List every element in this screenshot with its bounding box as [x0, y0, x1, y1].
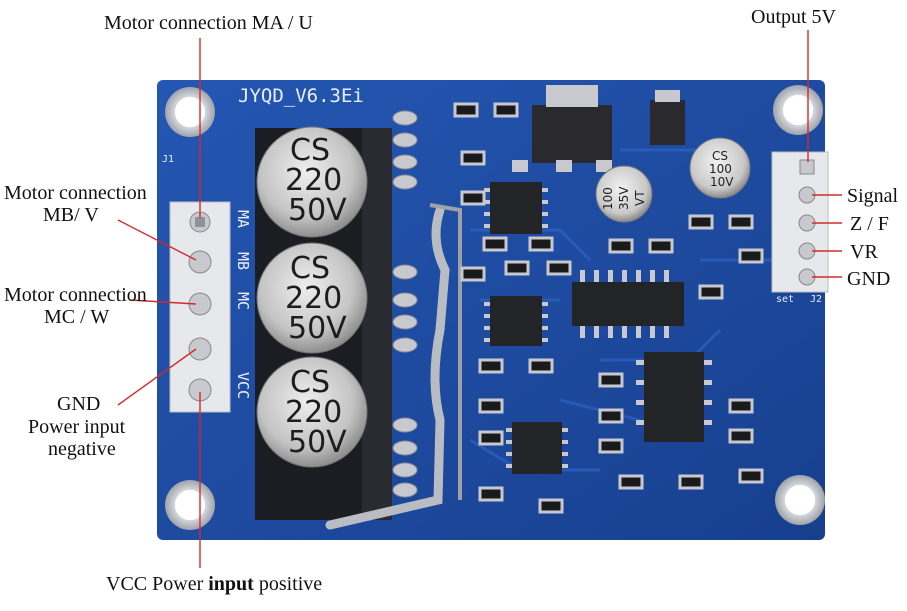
- svg-text:220: 220: [285, 163, 342, 198]
- svg-text:CS: CS: [290, 365, 330, 400]
- j2-label: J2: [810, 294, 822, 305]
- pin-label-mc: MC: [234, 292, 252, 310]
- solder-wire: [325, 205, 450, 530]
- svg-text:100: 100: [709, 162, 732, 176]
- svg-text:50V: 50V: [288, 311, 347, 346]
- pin-label-ma: MA: [234, 210, 252, 228]
- ic-chip-2: [484, 296, 548, 346]
- label-motor-mb-line1: Motor connection: [4, 182, 147, 204]
- label-motor-mc-line2: MC / W: [44, 306, 109, 328]
- ic-chip-4: [636, 352, 712, 442]
- mounting-hole-bottom-left: [165, 480, 215, 530]
- mounting-hole-bottom-right: [775, 475, 825, 525]
- label-negative: negative: [48, 438, 116, 460]
- svg-text:220: 220: [285, 281, 342, 316]
- capacitor-3: CS 220 50V: [256, 356, 368, 468]
- label-motor-mc-line1: Motor connection: [4, 284, 147, 306]
- svg-text:100: 100: [601, 187, 615, 210]
- capacitor-1: CS 220 50V: [256, 126, 368, 238]
- capacitor-2: CS 220 50V: [256, 242, 368, 354]
- right-header-j2: [771, 151, 829, 293]
- ic-chip-1: [484, 182, 548, 234]
- label-motor-ma: Motor connection MA / U: [104, 12, 313, 34]
- svg-text:CS: CS: [290, 251, 330, 286]
- small-regulator: [650, 100, 685, 145]
- small-capacitor-1: 100 35V VT: [595, 165, 653, 223]
- smd-components: [453, 102, 764, 514]
- svg-text:220: 220: [285, 395, 342, 430]
- left-header-j1: [169, 201, 231, 413]
- label-vcc: VCC Power input positive: [106, 573, 322, 595]
- label-motor-mb-line2: MB/ V: [43, 204, 99, 226]
- svg-text:50V: 50V: [288, 193, 347, 228]
- set-label: set: [776, 294, 794, 305]
- svg-text:35V: 35V: [617, 186, 631, 210]
- svg-text:CS: CS: [712, 149, 728, 163]
- label-output-5v: Output 5V: [751, 6, 837, 28]
- label-gnd-right: GND: [847, 268, 890, 290]
- svg-text:10V: 10V: [710, 175, 734, 189]
- label-gnd: GND: [57, 393, 100, 415]
- mounting-hole-top-left: [165, 87, 215, 137]
- mounting-hole-top-right: [773, 85, 823, 135]
- leader-lines: [117, 30, 842, 568]
- ic-chip-3: [506, 422, 568, 474]
- label-zf: Z / F: [850, 213, 889, 235]
- label-power-input: Power input: [28, 416, 126, 438]
- heatsink-edge: [362, 128, 392, 520]
- solder-pad-column: [392, 110, 418, 498]
- svg-text:CS: CS: [290, 133, 330, 168]
- pin-label-mb: MB: [234, 252, 252, 270]
- board-model-label: JYQD_V6.3Ei: [238, 85, 364, 107]
- svg-text:50V: 50V: [288, 425, 347, 460]
- label-signal: Signal: [847, 185, 899, 207]
- j1-label: J1: [162, 154, 174, 165]
- voltage-regulator: [512, 85, 612, 172]
- svg-text:VT: VT: [633, 190, 647, 206]
- pin-label-vcc: VCC: [234, 372, 252, 399]
- label-vr: VR: [850, 241, 878, 263]
- ic-chip-controller: [572, 270, 684, 338]
- small-capacitor-2: CS 100 10V: [689, 137, 751, 199]
